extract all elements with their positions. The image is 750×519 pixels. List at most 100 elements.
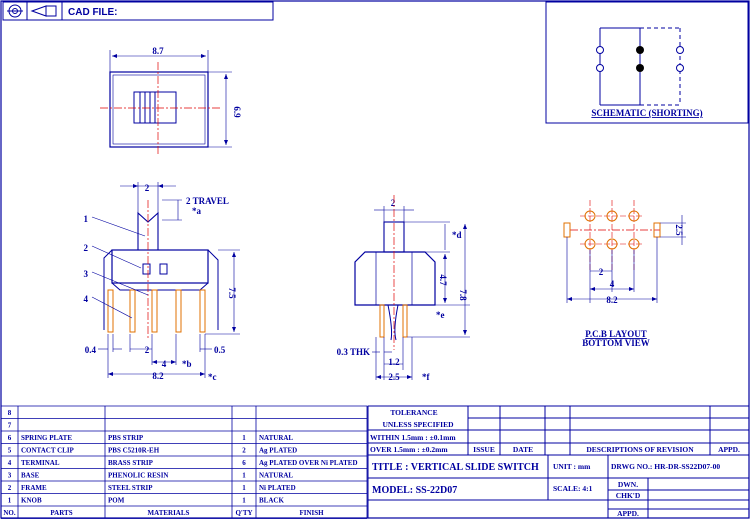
bom-cell-part: CONTACT CLIP (21, 447, 75, 455)
bom-cell-finish: Ag PLATED OVER Ni PLATED (259, 459, 358, 467)
bom-cell-no: 4 (8, 459, 12, 467)
dim-c-ref: *c (208, 372, 217, 382)
table-row: 3 BASE PHENOLIC RESIN 1 NATURAL (8, 472, 294, 480)
dim-d-ref: *d (452, 230, 462, 240)
revision-desc: DESCRIPTIONS OF REVISION (586, 445, 694, 454)
bom-cell-part: PARTS (50, 509, 72, 517)
header-block: CAD FILE: (2, 1, 274, 21)
revision-issue: ISSUE (473, 445, 495, 454)
revision-date: DATE (513, 445, 533, 454)
top-view: 8.7 6.9 (100, 46, 242, 155)
bom-cell-finish: BLACK (259, 497, 284, 505)
front-view: 2 2 TRAVEL *a 1 2 3 4 (84, 182, 240, 382)
bom-cell-part: SPRING PLATE (21, 434, 72, 442)
bom-cell-finish: FINISH (299, 509, 324, 517)
table-row: 5 CONTACT CLIP PBS C5210R-EH 2 Ag PLATED (8, 447, 297, 455)
scale-label: SCALE: 4:1 (553, 484, 593, 493)
bom-cell-finish: Ag PLATED (259, 447, 297, 455)
table-row: 7 (8, 422, 12, 430)
tolerance-unless: UNLESS SPECIFIED (382, 420, 454, 429)
bom-cell-no: 2 (8, 484, 12, 492)
tolerance-over: OVER 1.5mm : ±0.2mm (370, 445, 448, 454)
bom-cell-finish: NATURAL (259, 472, 293, 480)
model-number: MODEL: SS-22D07 (372, 485, 457, 496)
dim-4-7: 4.7 (438, 274, 448, 286)
callout-1: 1 (84, 214, 89, 224)
travel-dim: 2 TRAVEL (186, 196, 229, 206)
table-row: 4 TERMINAL BRASS STRIP 6 Ag PLATED OVER Ni P… (8, 459, 358, 467)
dim-2: 2 (145, 345, 150, 355)
bom-cell-no: 8 (8, 409, 12, 417)
bom-cell-material: PBS C5210R-EH (108, 447, 160, 455)
title-block: TOLERANCE UNLESS SPECIFIED WITHIN 1.5mm … (367, 405, 750, 519)
bom-cell-part: TERMINAL (21, 459, 60, 467)
bom-cell-no: NO. (3, 509, 16, 517)
tolerance-title: TOLERANCE (390, 408, 437, 417)
dim-8-2: 8.2 (152, 371, 164, 381)
top-height-dim: 6.9 (232, 106, 242, 118)
bom-cell-finish: NATURAL (259, 434, 293, 442)
dim-7-8: 7.8 (458, 289, 468, 301)
drawn-label: DWN. (618, 480, 638, 489)
revision-appd: APPD. (718, 445, 740, 454)
pcb-dim-4: 4 (610, 279, 615, 289)
dim-b-ref: *b (182, 359, 192, 369)
bom-cell-material: BRASS STRIP (108, 459, 154, 467)
tolerance-within: WITHIN 1.5mm : ±0.1mm (370, 433, 456, 442)
bom-cell-part: BASE (21, 472, 40, 480)
bom-cell-qty: 1 (242, 497, 246, 505)
bom-cell-qty: 1 (242, 472, 246, 480)
bom-cell-material: POM (108, 497, 125, 505)
side-top-dim: 2 (391, 198, 396, 208)
callout-2: 2 (84, 243, 89, 253)
bom-cell-qty: Q'TY (235, 509, 252, 517)
approved-label: APPD. (617, 509, 639, 518)
pcb-dim-2: 2 (599, 267, 604, 277)
bom-cell-part: KNOB (21, 497, 42, 505)
callout-3: 3 (84, 269, 89, 279)
bom-cell-no: 3 (8, 472, 12, 480)
bom-cell-qty: 1 (242, 434, 246, 442)
table-row: 1 KNOB POM 1 BLACK (8, 497, 285, 505)
bom-cell-no: 7 (8, 422, 12, 430)
bom-cell-no: 5 (8, 447, 12, 455)
drawing-title: TITLE : VERTICAL SLIDE SWITCH (372, 462, 539, 473)
terminal-pins (107, 289, 206, 333)
bom-cell-qty: 2 (242, 447, 246, 455)
top-width-dim: 8.7 (152, 46, 164, 56)
dim-2-5: 2.5 (388, 372, 400, 382)
bom-cell-part: FRAME (21, 484, 47, 492)
dim-0-5: 0.5 (214, 345, 226, 355)
bom-cell-qty: 6 (242, 459, 246, 467)
dim-f-ref: *f (422, 372, 431, 382)
pcb-caption: P.C.B LAYOUT (585, 329, 647, 339)
side-view: 2 *d 4.7 7.8 *e 0.3 THK 1.2 (337, 195, 470, 382)
dim-0-4: 0.4 (85, 345, 97, 355)
callout-4: 4 (84, 294, 89, 304)
dim-4: 4 (162, 359, 167, 369)
pcb-dim-2-5: 2.5 (674, 224, 684, 236)
bom-cell-material: PHENOLIC RESIN (108, 472, 168, 480)
bom-cell-no: 6 (8, 434, 12, 442)
cad-file-label: CAD FILE: (68, 7, 117, 18)
travel-ref: *a (192, 206, 202, 216)
bom-cell-qty: 1 (242, 484, 246, 492)
dim-e-ref: *e (436, 310, 445, 320)
pcb-dim-8-2: 8.2 (606, 295, 618, 305)
front-height-dim: 7.5 (227, 287, 237, 299)
table-row: 8 (8, 409, 12, 417)
schematic-caption: SCHEMATIC (SHORTING) (591, 108, 702, 118)
projection-symbol-icon (7, 4, 57, 18)
checked-label: CHK'D (616, 491, 641, 500)
pcb-layout: 2.5 2 4 8.2 P.C.B LAYOUT BOTTOM VIEW (563, 200, 686, 348)
bom-cell-no: 1 (8, 497, 12, 505)
table-header-row: NO. PARTS MATERIALS Q'TY FINISH (3, 509, 324, 517)
bom-cell-finish: Ni PLATED (259, 484, 296, 492)
schematic-panel: SCHEMATIC (SHORTING) (545, 1, 749, 124)
front-top-dim: 2 (145, 183, 150, 193)
bom-cell-material: MATERIALS (148, 509, 190, 517)
